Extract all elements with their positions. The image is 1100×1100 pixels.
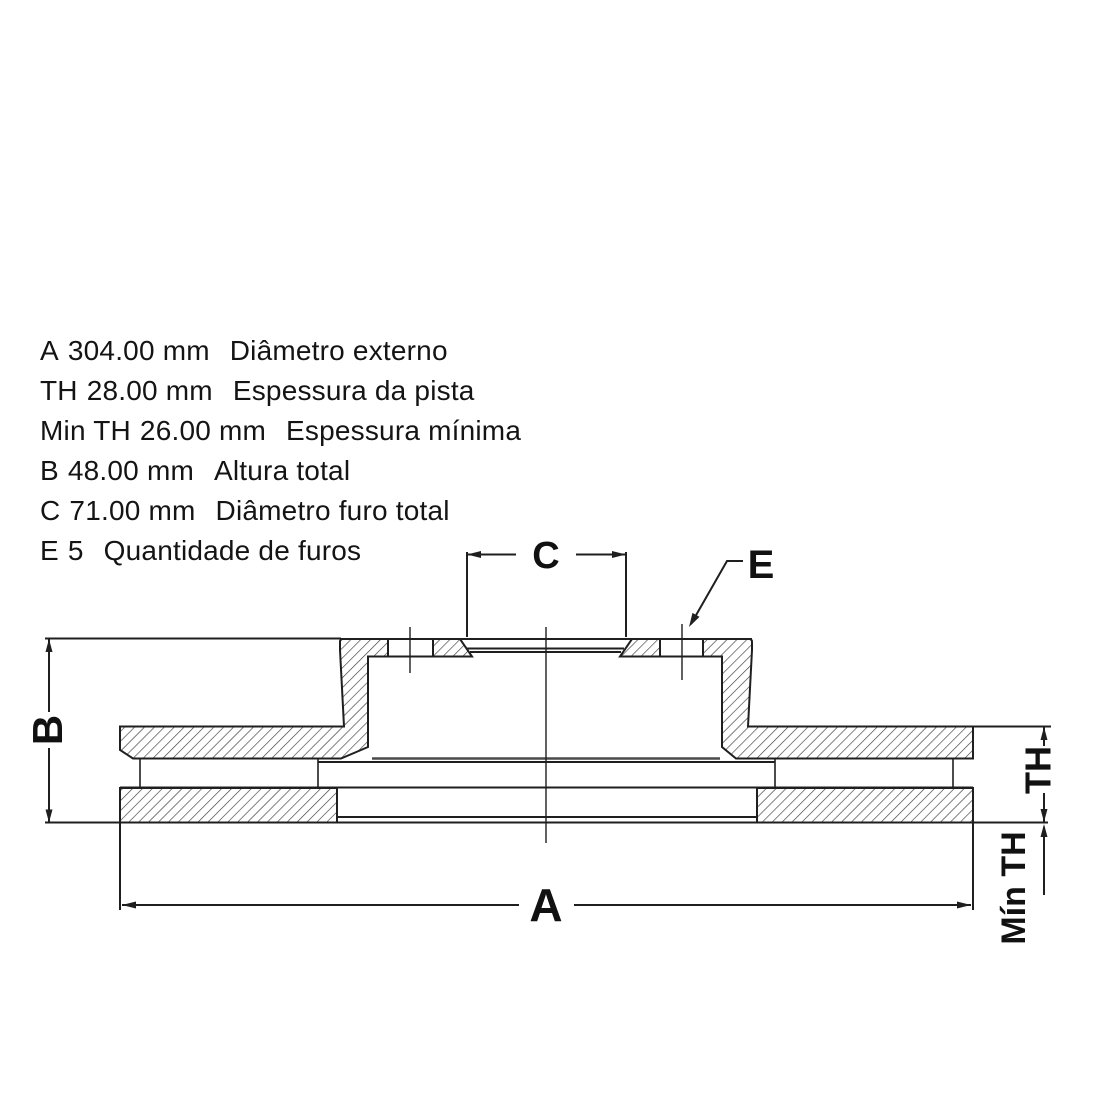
dim-label-a: A xyxy=(529,879,562,931)
spec-desc: Quantidade de furos xyxy=(103,535,362,566)
spec-label: B xyxy=(40,455,59,486)
spec-row-a: A 304.00 mm Diâmetro externo xyxy=(40,331,521,371)
centerlines xyxy=(409,624,683,843)
spec-value: 26.00 mm xyxy=(139,415,267,446)
dim-label-min-th: Mín TH xyxy=(995,831,1033,944)
right-lower-plate xyxy=(756,787,974,824)
dimension-min-th-arrow xyxy=(1040,824,1048,837)
spec-desc: Diâmetro externo xyxy=(229,335,448,366)
hat-plate-right-of-bore xyxy=(618,638,661,658)
spec-row-c: C 71.00 mm Diâmetro furo total xyxy=(40,491,521,531)
spec-desc: Espessura mínima xyxy=(286,415,522,446)
spec-value: 71.00 mm xyxy=(69,495,196,526)
disc-section-metal xyxy=(119,638,974,824)
right-skirt-and-upper-plate xyxy=(702,638,974,760)
spec-table: A 304.00 mm Diâmetro externo TH 28.00 mm Esp… xyxy=(40,331,521,571)
dimension-th-arrows xyxy=(1040,727,1048,822)
vent-vanes xyxy=(139,758,954,788)
spec-row-b: B 48.00 mm Altura total xyxy=(40,451,521,491)
spec-row-th: TH 28.00 mm Espessura da pista xyxy=(40,371,521,411)
dimension-b-arrows xyxy=(45,639,53,823)
left-skirt-and-upper-plate xyxy=(119,638,389,760)
spec-value: 304.00 mm xyxy=(67,335,210,366)
spec-desc: Altura total xyxy=(214,455,351,486)
spec-label: E xyxy=(40,535,59,566)
spec-value: 5 xyxy=(67,535,84,566)
spec-value: 48.00 mm xyxy=(67,455,194,486)
dim-label-e: E xyxy=(748,543,775,587)
spec-value: 28.00 mm xyxy=(86,375,213,406)
dim-label-b: B xyxy=(24,715,71,745)
spec-label: C xyxy=(40,495,61,526)
dimension-c-arrows xyxy=(467,551,626,558)
dimension-a xyxy=(119,823,974,910)
spec-desc: Espessura da pista xyxy=(232,375,475,406)
dim-label-th: TH xyxy=(1018,746,1059,794)
dimension-e-leader xyxy=(690,560,743,625)
left-lower-plate xyxy=(119,787,338,824)
spec-label: Min TH xyxy=(40,415,131,446)
spec-desc: Diâmetro furo total xyxy=(215,495,450,526)
spec-row-minth: Min TH 26.00 mm Espessura mínima xyxy=(40,411,521,451)
dim-label-c: C xyxy=(532,535,559,577)
hat-plate-left-of-bore xyxy=(432,638,474,658)
dimension-a-arrows xyxy=(122,901,971,909)
spec-label: A xyxy=(40,335,59,366)
dimension-e-arrow xyxy=(689,612,700,627)
spec-label: TH xyxy=(40,375,78,406)
